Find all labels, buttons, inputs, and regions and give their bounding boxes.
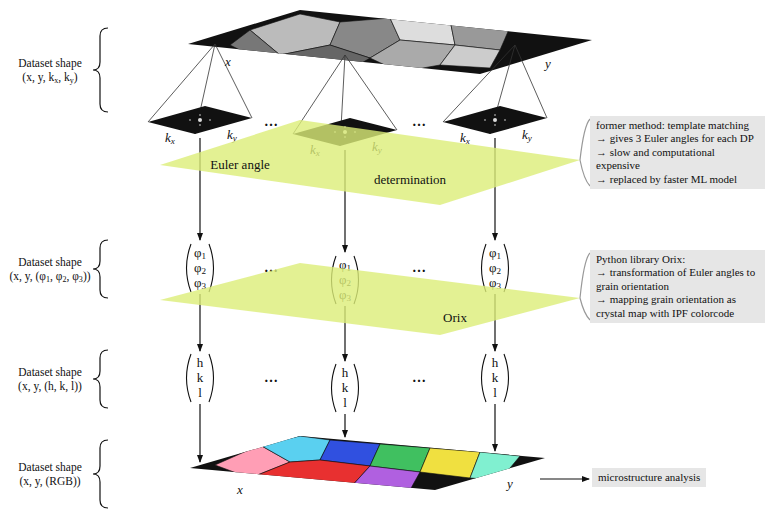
axis-label: φ1 xyxy=(194,246,206,260)
axis-label: ky xyxy=(522,128,532,142)
note-text: → transformation of Euler angles to grai… xyxy=(596,266,759,293)
ellipsis: … xyxy=(412,261,428,276)
crystal-map xyxy=(190,436,545,490)
axis-label: kx xyxy=(460,131,470,145)
ellipsis: … xyxy=(412,371,428,386)
note-text: microstructure analysis xyxy=(598,471,700,484)
result-arrow xyxy=(540,478,589,479)
dataset-shape: Dataset shape (x, y, (RGB)) xyxy=(18,460,82,489)
axis-label: k xyxy=(197,371,204,385)
note-text: → slow and computational expensive xyxy=(596,146,759,173)
note-box: microstructure analysis xyxy=(592,468,706,487)
axis-label: x xyxy=(237,483,243,497)
process-band: Orix xyxy=(160,263,580,335)
dataset-shape: Dataset shape (x, y, (h, k, l)) xyxy=(18,365,82,394)
note-text: → gives 3 Euler angles for each DP xyxy=(596,132,759,145)
band-label: determination xyxy=(372,173,448,187)
axis-label: φ2 xyxy=(489,261,501,275)
brace xyxy=(93,28,108,508)
process-band: Euler angle determination xyxy=(160,120,580,205)
sample-plane xyxy=(188,10,592,74)
axis-label: φ3 xyxy=(194,276,206,290)
axis-label: φ1 xyxy=(489,246,501,260)
axis-label: k xyxy=(492,371,499,385)
callout-connector xyxy=(580,253,590,320)
axis-label: h xyxy=(492,356,499,370)
axis-label: l xyxy=(493,386,497,400)
axis-label: kx xyxy=(165,131,175,145)
grain-image xyxy=(230,14,510,72)
note-text: Python library Orix: xyxy=(596,253,759,266)
note-box: Python library Orix:→ transformation of … xyxy=(590,250,765,323)
axis-label: l xyxy=(343,396,347,410)
note-text: former method: template matching xyxy=(596,119,759,132)
note-text: → mapping grain orientation as crystal m… xyxy=(596,293,759,320)
axis-label: k xyxy=(342,381,349,395)
ellipsis: … xyxy=(412,115,428,130)
axis-label: l xyxy=(198,386,202,400)
axis-label: φ2 xyxy=(194,261,206,275)
dataset-shape: Dataset shape (x, y, (φ1, φ2, φ3)) xyxy=(9,255,90,284)
band-label: Euler angle xyxy=(208,158,272,172)
axis-label: ky xyxy=(227,128,237,142)
band-label: Orix xyxy=(441,311,469,325)
axis-label: y xyxy=(507,477,513,491)
note-text: → replaced by faster ML model xyxy=(596,173,759,186)
axis-label: h xyxy=(342,366,349,380)
note-box: former method: template matching→ gives … xyxy=(590,116,765,189)
ellipsis: … xyxy=(264,115,280,130)
axis-label: x xyxy=(225,55,231,69)
dataset-shape: Dataset shape (x, y, kx, ky) xyxy=(18,56,82,85)
axis-label: h xyxy=(197,356,204,370)
ipf-grains xyxy=(215,436,520,490)
ellipsis: … xyxy=(264,371,280,386)
axis-label: y xyxy=(545,57,551,71)
callout-connector xyxy=(580,119,590,186)
